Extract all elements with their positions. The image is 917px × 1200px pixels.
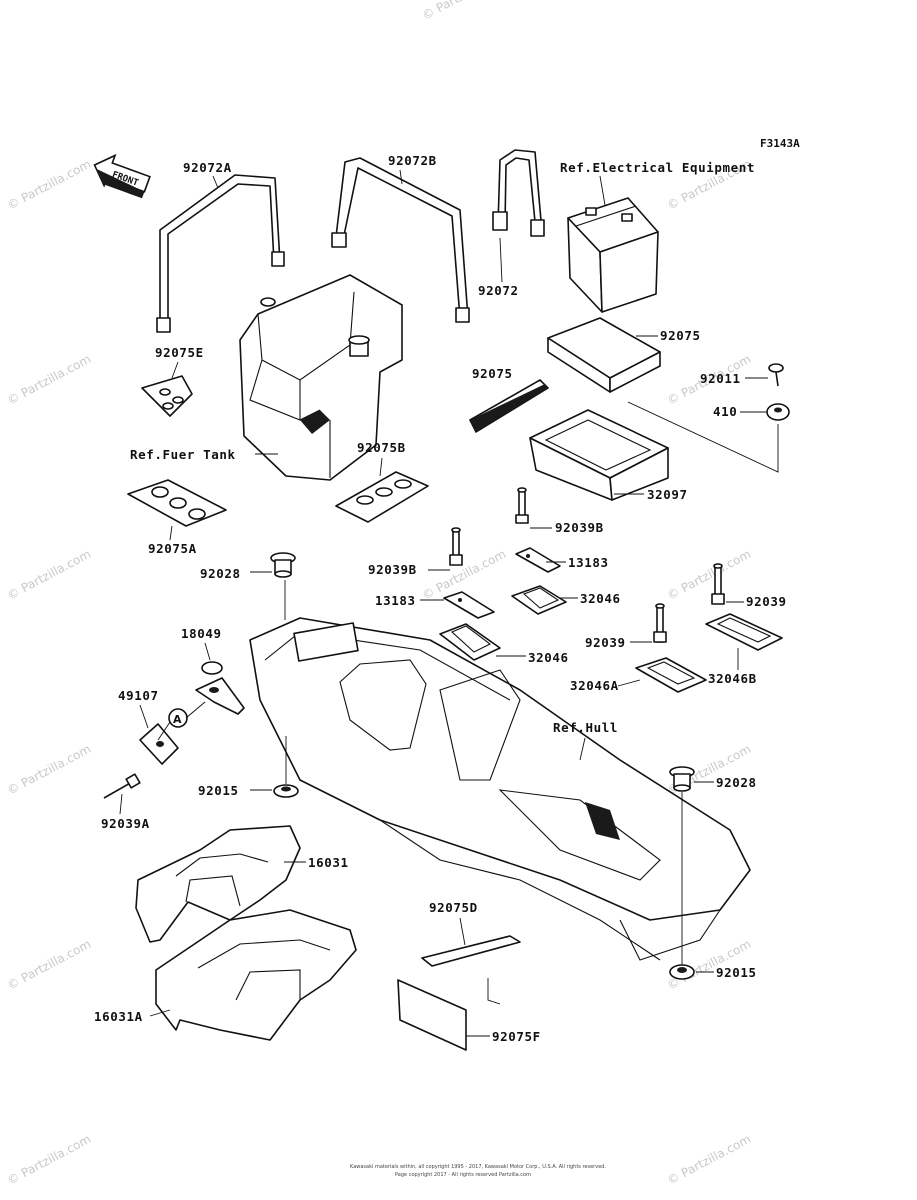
pad-92075F [397,979,467,1051]
label-92075-mid: 92075 [472,366,513,381]
battery-case-32097 [529,409,669,501]
part-49107 [139,723,179,765]
watermark: © Partzilla.com [420,0,508,23]
label-16031: 16031 [308,855,349,870]
battery [567,197,659,313]
label-49107: 49107 [118,688,159,703]
label-13183-top: 13183 [568,555,609,570]
foam-block-16031A [155,909,357,1041]
bolt-92039A [103,773,141,799]
strap-92072A [156,174,285,333]
label-32046B: 32046B [708,671,757,686]
label-18049: 18049 [181,626,222,641]
label-92075B: 92075B [357,440,406,455]
nut-92015-right [669,964,695,980]
circle-ref-a-text: A [173,713,182,726]
label-92028-right: 92028 [716,775,757,790]
watermark: © Partzilla.com [665,1132,753,1188]
bracket-32046-top [511,585,567,615]
label-32046A: 32046A [570,678,619,693]
label-13183-mid: 13183 [375,593,416,608]
plate-13183-top [515,547,561,573]
label-92072: 92072 [478,283,519,298]
label-92075: 92075 [660,328,701,343]
bolt-92039B-mid [449,527,463,566]
strap-92072B [331,157,470,323]
washer-410 [766,403,790,421]
label-32046-mid: 32046 [528,650,569,665]
label-ref-electrical: Ref.Electrical Equipment [560,160,755,175]
strap-92072 [492,149,545,237]
label-92039B-mid: 92039B [368,562,417,577]
label-32046-top: 32046 [580,591,621,606]
hull [249,617,751,961]
fuel-tank [239,274,403,481]
label-92072A: 92072A [183,160,232,175]
bracket-32046-mid [439,623,501,661]
pad-92075B [335,471,429,523]
label-92039B-top: 92039B [555,520,604,535]
watermark: © Partzilla.com [5,157,93,213]
label-92015-right: 92015 [716,965,757,980]
label-92015-left: 92015 [198,783,239,798]
footer-copyright: Kawasaki materials within, all copyright… [350,1164,606,1170]
label-92075D: 92075D [429,900,478,915]
label-92075E: 92075E [155,345,204,360]
label-410: 410 [713,404,737,419]
bolt-92039B-top [515,487,529,524]
label-16031A: 16031A [94,1009,143,1024]
label-ref-hull: Ref.Hull [553,720,618,735]
watermark: © Partzilla.com [5,352,93,408]
bolt-92039-right [711,563,725,605]
label-92039A: 92039A [101,816,150,831]
pad-92075A [127,479,227,527]
bolt-92039-mid [653,603,667,643]
pad-92075E [141,375,193,417]
battery-tray-pad-92075 [547,317,661,393]
plug-92028-right [669,766,695,792]
bracket-32046B [705,613,783,651]
circle-ref-a-left: A [168,708,188,728]
bracket-32046A [635,657,707,693]
watermark: © Partzilla.com [5,937,93,993]
plate-13183-mid [443,591,495,619]
front-arrow-icon: FRONT [93,153,151,199]
label-92039-right: 92039 [746,594,787,609]
watermark: © Partzilla.com [5,742,93,798]
pad-92075D [421,935,521,967]
figure-id: F3143A [760,137,800,150]
label-92039-mid: 92039 [585,635,626,650]
nut-92015-left [273,784,299,798]
plug-92028-top [270,552,296,578]
footer-copyright-2: Page copyright 2017 - All rights reserve… [395,1172,531,1178]
label-ref-fuel-tank: Ref.Fuer Tank [130,447,236,462]
screw-92011 [768,363,784,387]
pad-92075 [469,379,549,433]
label-92075F: 92075F [492,1029,541,1044]
watermark: © Partzilla.com [665,547,753,603]
watermark: © Partzilla.com [5,1132,93,1188]
label-92075A: 92075A [148,541,197,556]
label-92028-top: 92028 [200,566,241,581]
label-32097: 32097 [647,487,688,502]
foam-block-16031 [135,825,301,943]
label-92072B: 92072B [388,153,437,168]
watermark: © Partzilla.com [5,547,93,603]
label-92011: 92011 [700,371,741,386]
fitting-18049 [195,661,245,715]
